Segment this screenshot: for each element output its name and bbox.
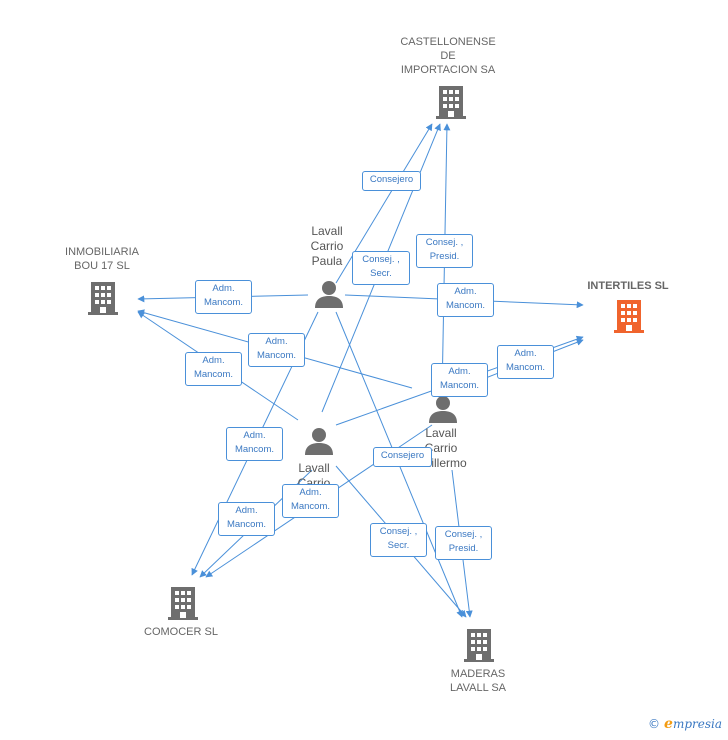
edge-label-adm-mancom[interactable]: Adm. Mancom.	[437, 283, 494, 317]
edge-label-adm-mancom[interactable]: Adm. Mancom.	[282, 484, 339, 518]
brand-logo-text: mpresia	[672, 717, 722, 731]
edge-label-adm-mancom[interactable]: Adm. Mancom.	[226, 427, 283, 461]
person-icon[interactable]	[304, 426, 334, 456]
edge-label-adm-mancom[interactable]: Adm. Mancom.	[248, 333, 305, 367]
edge-label-adm-mancom[interactable]: Adm. Mancom.	[497, 345, 554, 379]
edge-label-consejero[interactable]: Consejero	[362, 171, 421, 191]
copyright-symbol: ©	[648, 717, 661, 731]
edge-label-consej-presid[interactable]: Consej. , Presid.	[416, 234, 473, 268]
edge-label-adm-mancom[interactable]: Adm. Mancom.	[195, 280, 252, 314]
node-label-paula: Lavall Carrio Paula	[310, 224, 344, 268]
node-label-intertiles: INTERTILES SL	[587, 280, 669, 292]
edge-label-consejero[interactable]: Consejero	[373, 447, 432, 467]
brand-footer[interactable]: ©empresia	[648, 716, 722, 732]
person-icon[interactable]	[428, 394, 458, 424]
node-label-inmobiliaria: INMOBILIARIA BOU 17 SL	[65, 246, 139, 272]
node-label-maderas: MADERAS LAVALL SA	[449, 668, 507, 694]
edge-label-adm-mancom[interactable]: Adm. Mancom.	[218, 502, 275, 536]
building-icon[interactable]	[464, 627, 494, 663]
edge-label-consej-presid[interactable]: Consej. , Presid.	[435, 526, 492, 560]
building-icon[interactable]	[614, 298, 644, 334]
node-label-castellonense: CASTELLONENSE DE IMPORTACION SA	[400, 36, 496, 76]
building-icon[interactable]	[436, 84, 466, 120]
edge-label-consej-secr[interactable]: Consej. , Secr.	[370, 523, 427, 557]
brand-logo-initial: e	[664, 716, 673, 732]
building-icon[interactable]	[88, 280, 118, 316]
edge-label-adm-mancom[interactable]: Adm. Mancom.	[431, 363, 488, 397]
building-icon[interactable]	[168, 585, 198, 621]
person-icon[interactable]	[314, 279, 344, 309]
node-label-comocer: COMOCER SL	[144, 626, 218, 638]
edge-label-adm-mancom[interactable]: Adm. Mancom.	[185, 352, 242, 386]
edge-label-consej-secr[interactable]: Consej. , Secr.	[352, 251, 410, 285]
